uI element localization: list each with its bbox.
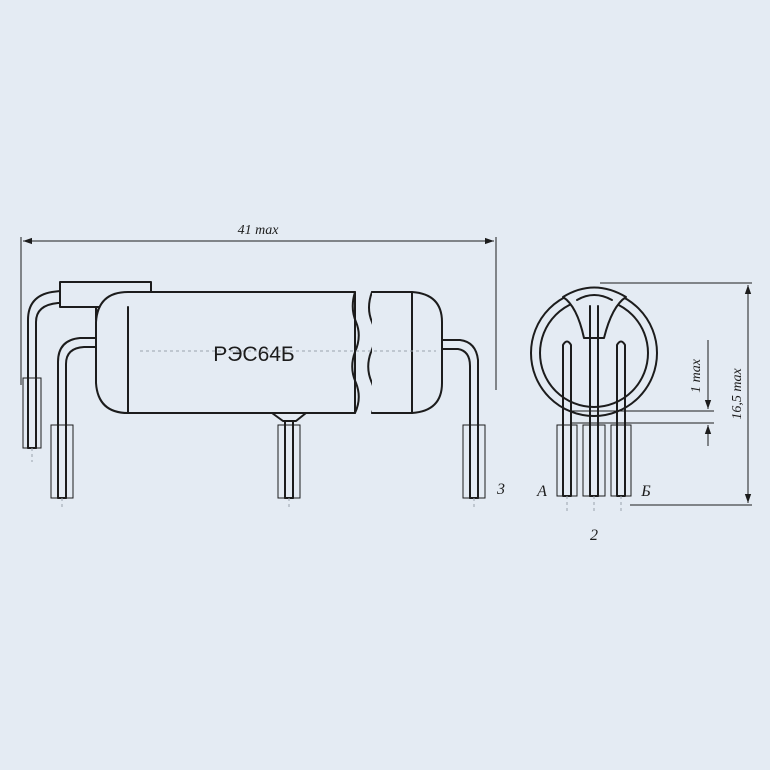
- pin-offset-label: 1 max: [689, 358, 704, 393]
- lead-protector: [22, 377, 42, 449]
- pin-offset-dimension: 1 max: [571, 340, 714, 446]
- height-label: 16,5 max: [730, 368, 745, 420]
- relay-body-right: [371, 291, 443, 414]
- pin-2-label: 2: [590, 527, 598, 544]
- left-upper-lead: [27, 290, 61, 449]
- side-view: 41 max 3: [20, 223, 505, 508]
- terminal-cap: [562, 286, 627, 339]
- center-lead: [271, 412, 307, 508]
- height-dimension: 16,5 max: [600, 282, 752, 506]
- left-lower-lead: [57, 337, 101, 499]
- pin-3-label: 3: [496, 481, 505, 498]
- length-label: 41 max: [238, 223, 280, 238]
- pin-a-label: А: [536, 483, 547, 500]
- length-dimension: 41 max: [20, 223, 497, 390]
- pin-b-label: Б: [640, 483, 651, 500]
- right-lead: [439, 339, 479, 499]
- end-view: А Б 2 16,5 max 1 max: [530, 282, 752, 544]
- relay-marking: РЭС64Б: [213, 343, 294, 366]
- break-line-left: [351, 291, 360, 414]
